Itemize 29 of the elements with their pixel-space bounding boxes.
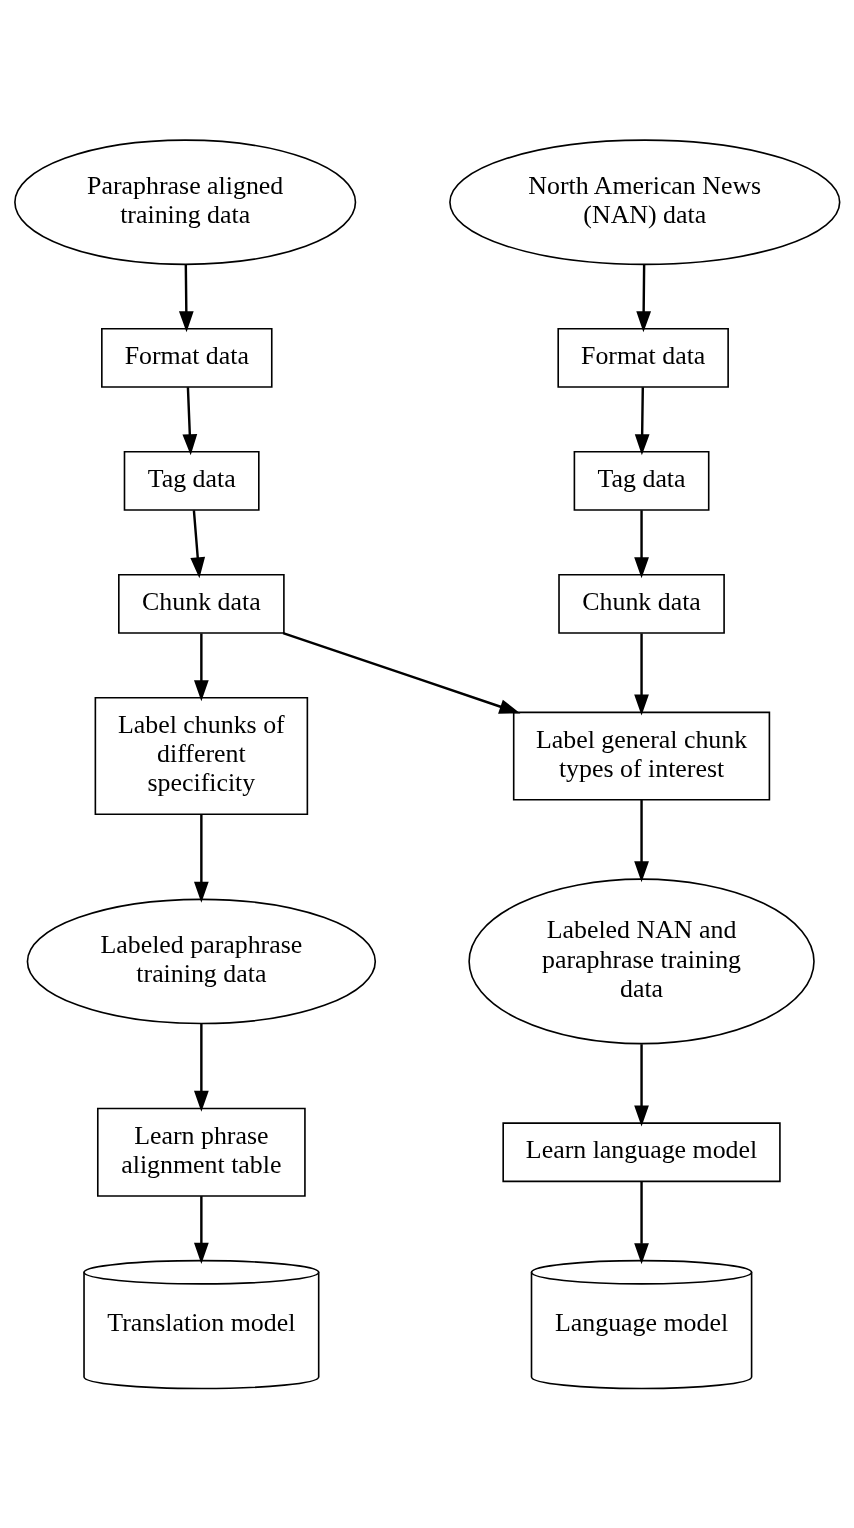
node-box: Tag data xyxy=(123,450,260,511)
arrow xyxy=(634,386,650,455)
arrow xyxy=(634,633,649,716)
node-ellipse: Labeled paraphrase training data xyxy=(26,898,377,1024)
node-box: Tag data xyxy=(573,450,710,511)
arrow xyxy=(282,631,521,714)
arrow xyxy=(634,509,649,578)
node-ellipse: Labeled NAN and paraphrase training data xyxy=(468,877,815,1044)
node-box: Label chunks of different specificity xyxy=(94,696,309,815)
arrow xyxy=(178,263,194,332)
node-box: Format data xyxy=(101,327,273,388)
node-ellipse: North American News (NAN) data xyxy=(449,138,841,265)
arrow xyxy=(182,386,198,455)
node-box: Label general chunk types of interest xyxy=(512,711,771,801)
node-box: Learn language model xyxy=(502,1121,781,1182)
arrow xyxy=(634,799,649,882)
node-box: Learn phrase alignment table xyxy=(97,1107,306,1197)
arrow xyxy=(636,263,652,332)
arrow xyxy=(634,1043,649,1127)
arrow xyxy=(194,633,209,701)
node-box: Format data xyxy=(557,327,729,388)
node-box: Chunk data xyxy=(118,573,285,634)
arrow xyxy=(194,814,209,903)
arrow xyxy=(194,1195,209,1264)
arrow xyxy=(190,509,206,578)
node-ellipse: Paraphrase aligned training data xyxy=(14,138,357,265)
arrow xyxy=(634,1181,649,1264)
node-box: Chunk data xyxy=(558,573,725,634)
arrow xyxy=(194,1022,209,1112)
